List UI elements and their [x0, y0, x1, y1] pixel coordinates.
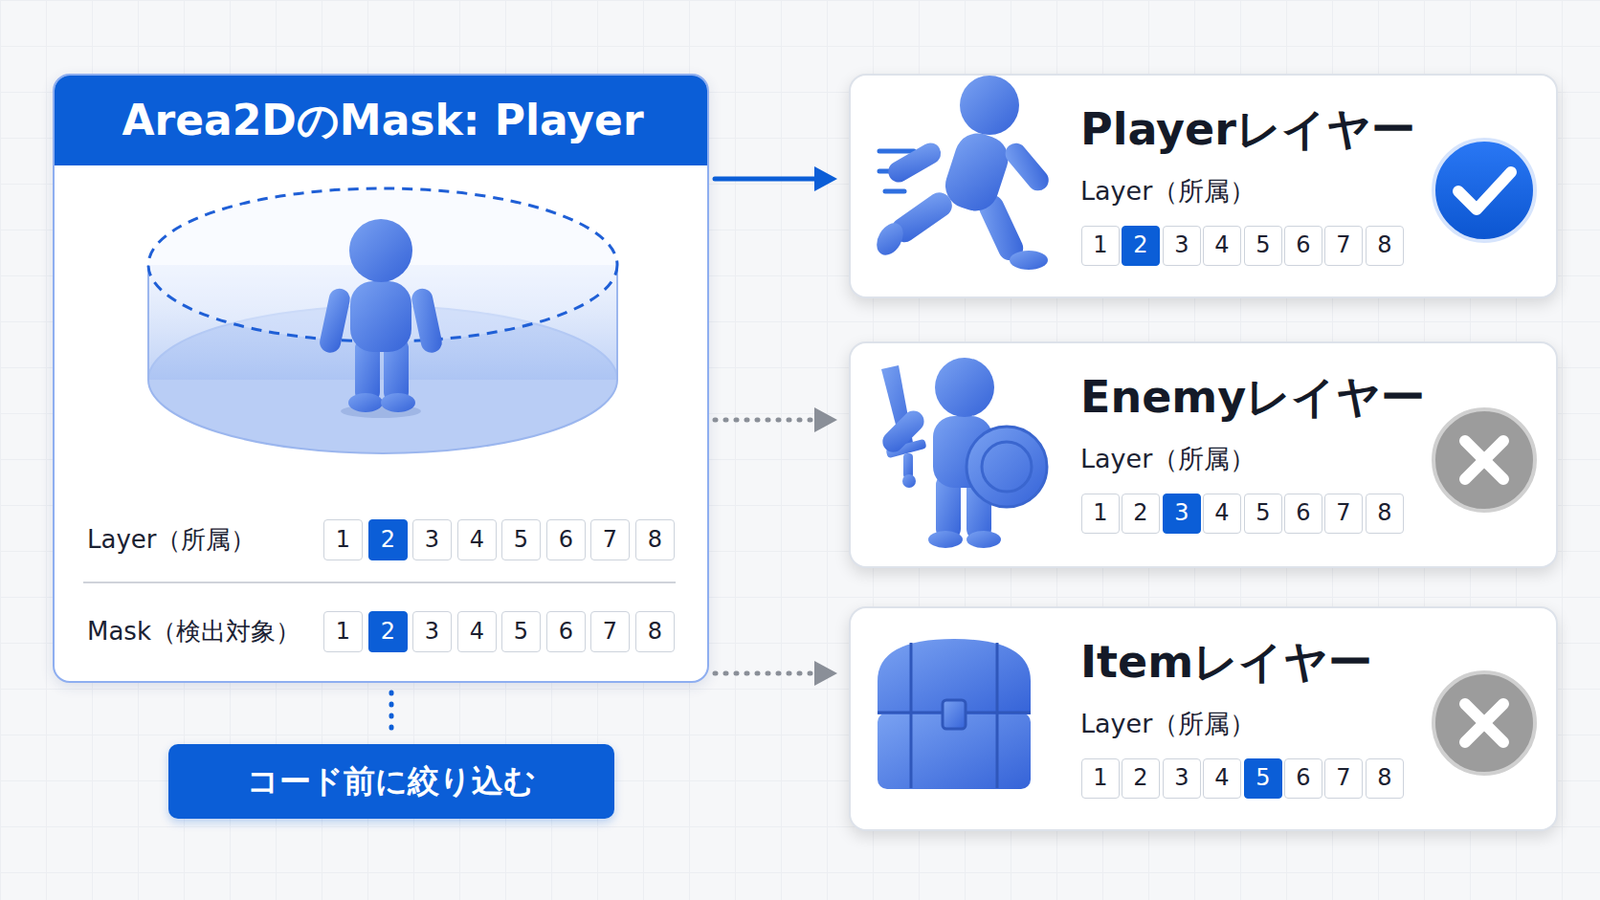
layer-bit-cell: 1 — [323, 519, 363, 561]
row-label: Layer（所属） — [1080, 173, 1256, 210]
layer-bit-cell: 5 — [1244, 225, 1283, 267]
layer-bit-cell: 7 — [1324, 758, 1363, 800]
layer-bit-cell: 5 — [1244, 493, 1283, 534]
row-label: Layer（所属） — [1080, 441, 1256, 478]
row-label: Layer（所属） — [87, 521, 257, 558]
layer-bit-cell: 5 — [1244, 758, 1283, 800]
arrow-head — [814, 661, 838, 687]
layer-bit-cell: 4 — [457, 519, 497, 561]
layer-bit-cell: 8 — [1365, 225, 1404, 267]
layer-bit-cell: 3 — [1162, 225, 1201, 267]
layer-bit-cell: 6 — [546, 611, 586, 653]
layer-bit-cell: 1 — [1081, 493, 1120, 534]
layer-card: Playerレイヤー Layer（所属） 12345678 — [848, 73, 1558, 299]
area2d-panel: Area2DのMask: PlayerLayer（所属）Mask（検出対象）12… — [52, 73, 710, 684]
connector-line — [389, 692, 395, 737]
layer-bit-cell: 2 — [1121, 493, 1160, 534]
connector — [391, 692, 393, 737]
layer-bit-cell: 4 — [457, 611, 497, 653]
connector-line — [714, 671, 819, 677]
layer-bit-cell: 8 — [1365, 493, 1404, 534]
connector-line — [714, 177, 819, 182]
arrow-head — [814, 166, 838, 192]
connector-line — [714, 418, 819, 423]
arrow-head — [814, 407, 838, 433]
layer-bit-cell: 2 — [1121, 758, 1160, 800]
layer-bit-cell: 6 — [1284, 493, 1323, 534]
card-title: Playerレイヤー — [1080, 104, 1416, 155]
layer-bit-cell: 4 — [1202, 493, 1242, 534]
layer-bit-cell: 1 — [1081, 758, 1120, 800]
layer-bit-cell: 2 — [368, 519, 408, 561]
layer-bit-cell: 4 — [1202, 758, 1242, 800]
layer-bit-cell: 7 — [590, 611, 630, 653]
layer-bit-cell: 6 — [1284, 225, 1323, 267]
layer-bit-cell: 3 — [412, 519, 452, 561]
layer-bit-cell: 7 — [1324, 493, 1363, 534]
layer-bit-cell: 6 — [546, 519, 586, 561]
layer-card: Itemレイヤー Layer（所属） 12345678 — [848, 606, 1558, 832]
layer-bit-cell: 7 — [590, 519, 630, 561]
layer-bit-cell: 2 — [368, 611, 408, 653]
connector — [714, 661, 838, 687]
layer-bit-cell: 2 — [1121, 225, 1160, 267]
layer-bit-cell: 8 — [1365, 758, 1404, 800]
layer-card: Enemyレイヤー Layer（所属） 12345678 — [848, 341, 1558, 569]
layer-bit-cell: 8 — [635, 611, 675, 653]
layer-bit-cell: 7 — [1324, 225, 1363, 267]
layer-bit-cell: 6 — [1284, 758, 1323, 800]
connector — [714, 166, 838, 192]
layer-bit-cell: 1 — [1081, 225, 1120, 267]
layer-bit-cell: 5 — [501, 611, 541, 653]
row-label: Layer（所属） — [1080, 706, 1256, 743]
layer-bit-cell: 5 — [501, 519, 541, 561]
card-title: Itemレイヤー — [1080, 637, 1373, 688]
layer-bit-cell: 3 — [412, 611, 452, 653]
layer-bit-cell: 3 — [1162, 758, 1201, 800]
connector — [714, 407, 838, 433]
row-label: Mask（検出対象） — [87, 613, 301, 650]
layer-bit-cell: 3 — [1162, 493, 1201, 534]
panel-header: Area2DのMask: Player — [54, 75, 710, 166]
action-button: コード前に絞り込む — [168, 744, 615, 820]
layer-bit-cell: 8 — [635, 519, 675, 561]
button-label: コード前に絞り込む — [168, 744, 615, 820]
layer-bit-cell: 4 — [1202, 225, 1242, 267]
layer-bit-cell: 1 — [323, 611, 363, 653]
card-title: Enemyレイヤー — [1080, 372, 1425, 423]
